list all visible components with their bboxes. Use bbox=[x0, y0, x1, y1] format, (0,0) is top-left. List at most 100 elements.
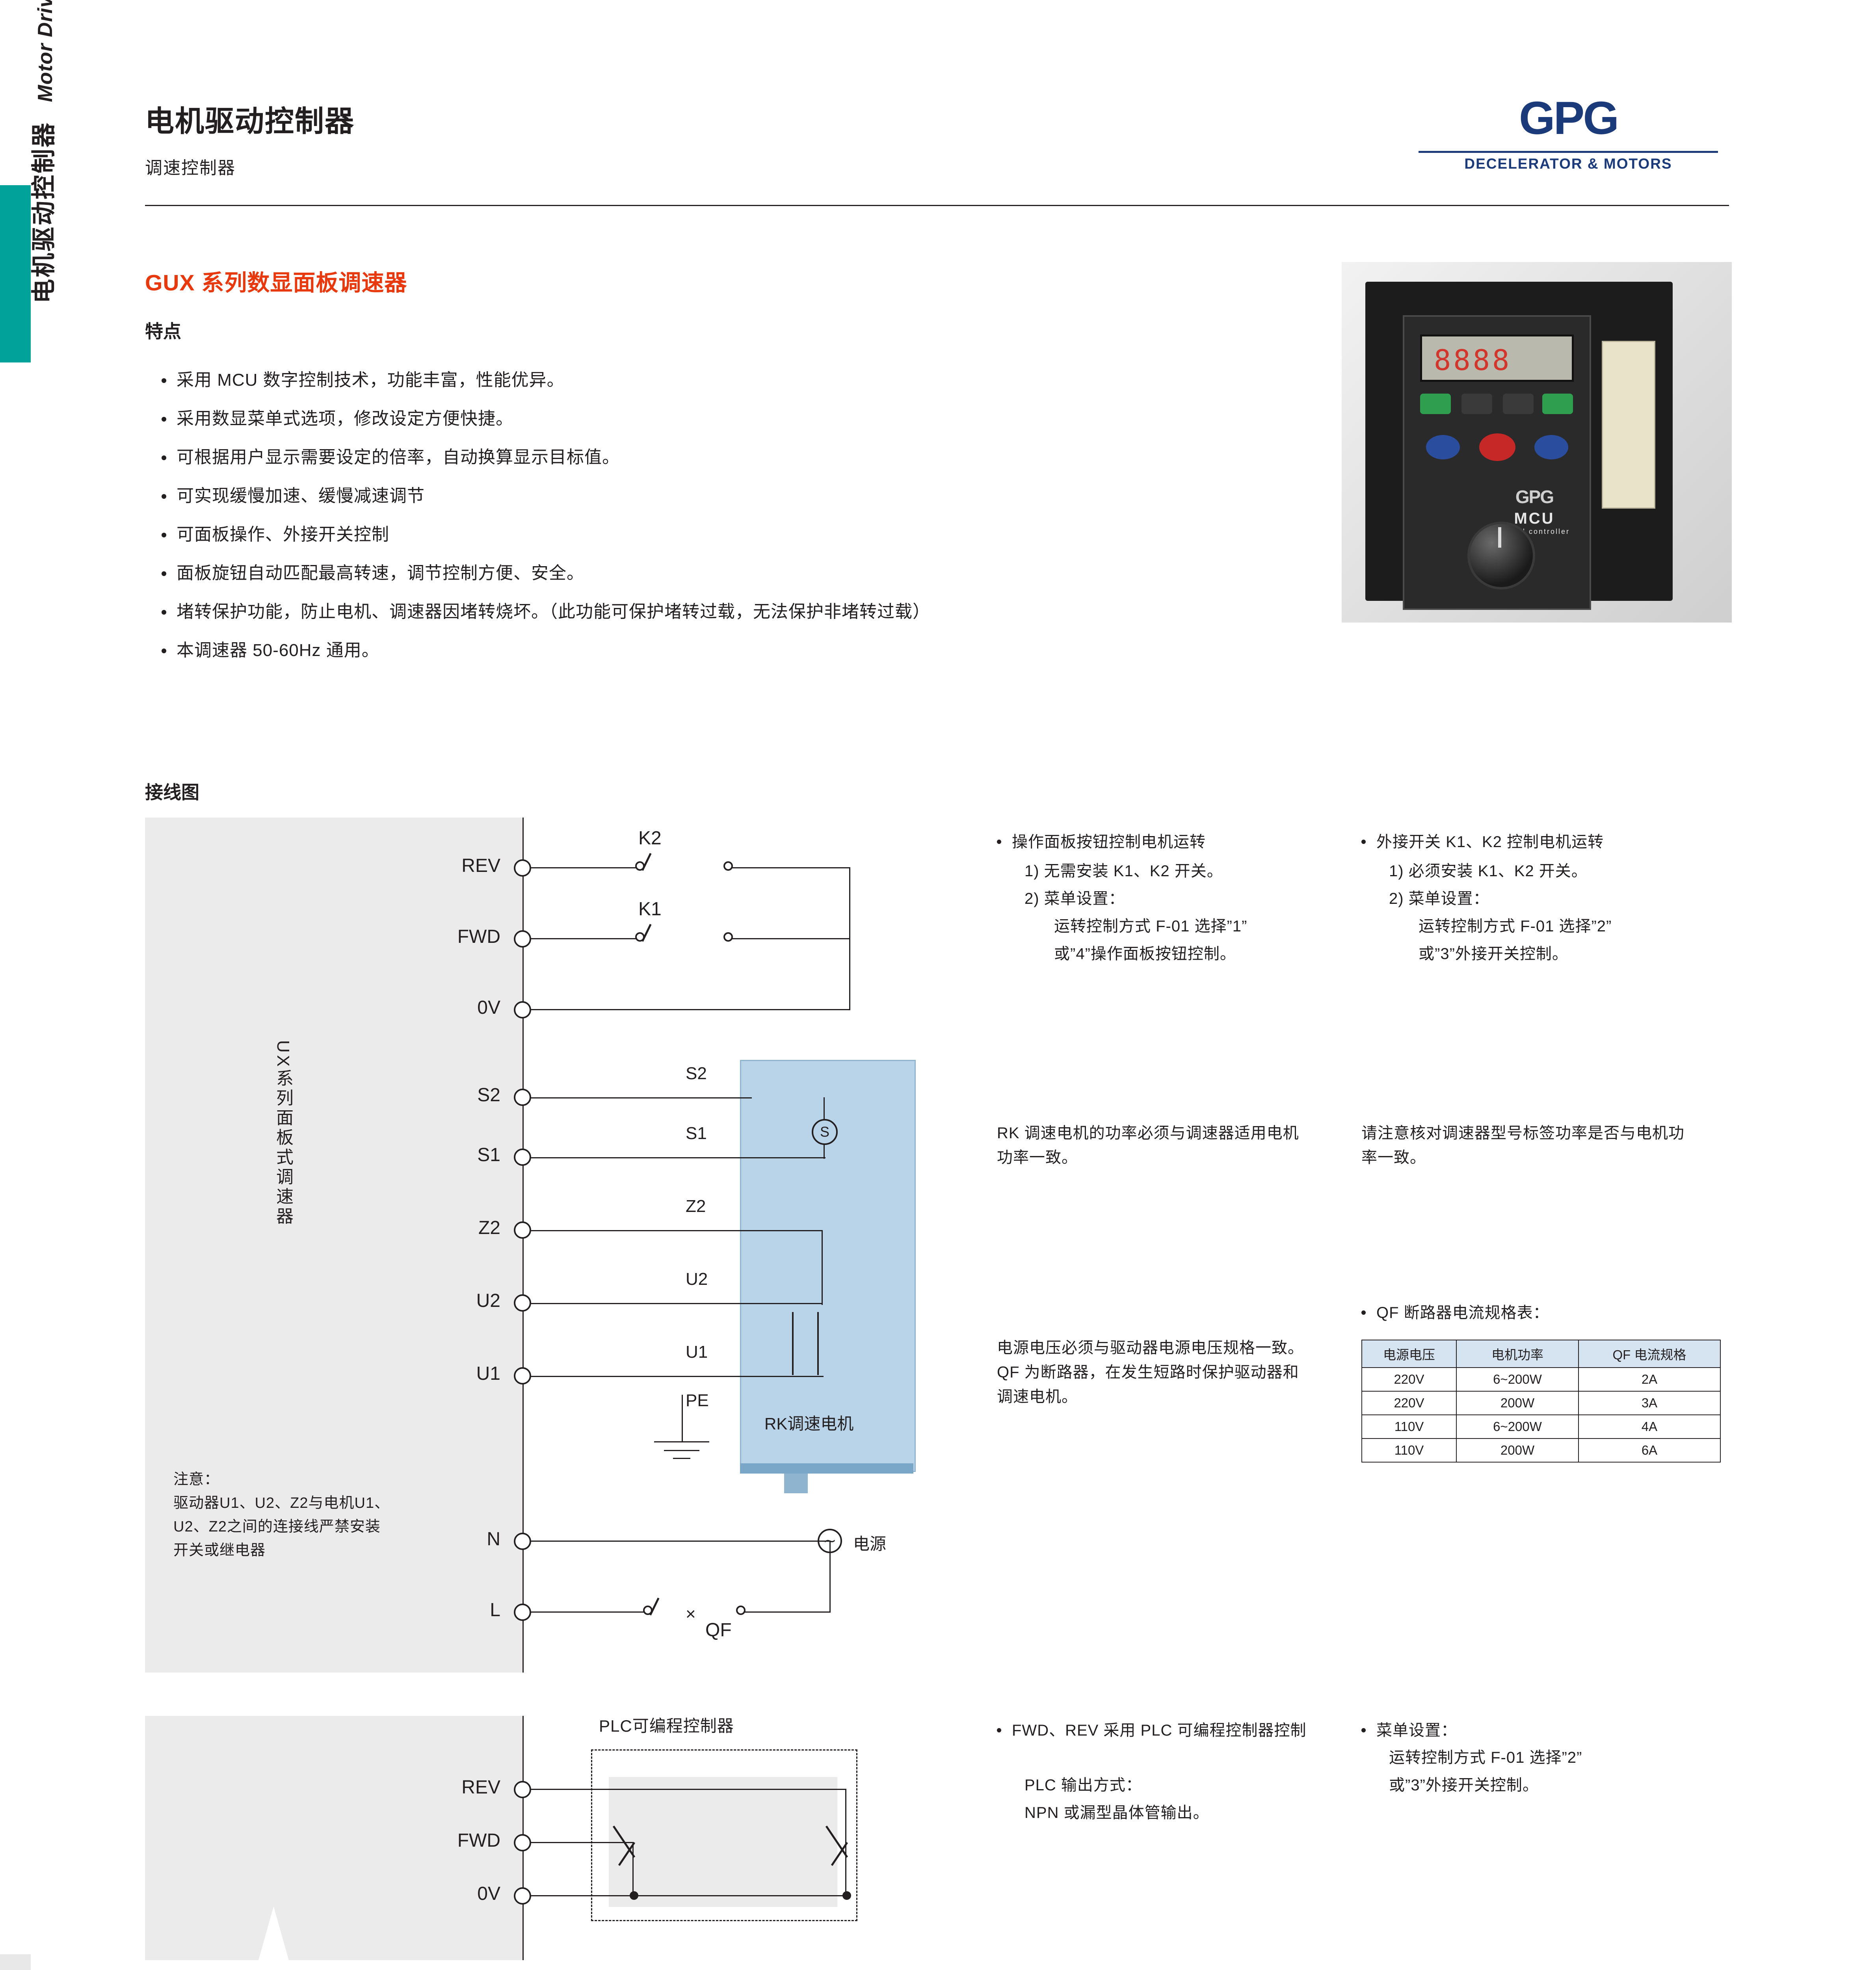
terminal-0v-1 bbox=[514, 1001, 531, 1018]
wire-n bbox=[531, 1541, 831, 1542]
terminal-fwd-1 bbox=[514, 930, 531, 948]
list-item: 本调速器 50-60Hz 通用。 bbox=[161, 631, 1303, 670]
list-item: 面板旋钮自动匹配最高转速，调节控制方便、安全。 bbox=[161, 554, 1303, 593]
terminal-label-z2-1: Z2 bbox=[478, 1217, 500, 1238]
page-title: 电机驱动控制器 bbox=[145, 105, 355, 138]
motor-label: RK调速电机 bbox=[764, 1414, 854, 1433]
qf-label: QF bbox=[705, 1620, 732, 1641]
note-col1-b4-l1: PLC 输出方式： bbox=[1024, 1777, 1142, 1794]
diagram1-note-title: 注意： bbox=[173, 1471, 220, 1488]
table-cell: 4A bbox=[1578, 1414, 1721, 1439]
note-col1-b1-title: 操作面板按钮控制电机运转 bbox=[997, 829, 1327, 855]
wire-fwd-k1 bbox=[531, 938, 641, 939]
button-stop[interactable] bbox=[1479, 433, 1515, 461]
wire-motor-winding-a bbox=[822, 1230, 823, 1305]
features-heading: 特点 bbox=[145, 321, 181, 342]
wire-s1 bbox=[531, 1157, 752, 1158]
table-cell: 3A bbox=[1578, 1391, 1721, 1415]
wire-s2 bbox=[531, 1097, 752, 1098]
motor-terminal-u2: U2 bbox=[686, 1269, 708, 1289]
ground-bar-2 bbox=[664, 1450, 699, 1451]
table-cell: 6~200W bbox=[1456, 1414, 1579, 1439]
terminal-label-0v-2: 0V bbox=[477, 1883, 500, 1904]
button-green-left[interactable] bbox=[1420, 394, 1451, 414]
list-item: 采用数显菜单式选项，修改设定方便快捷。 bbox=[161, 400, 1303, 438]
product-photo: 8888 GPG MCU digital controller bbox=[1342, 262, 1732, 623]
ac-source-symbol: ∼ bbox=[818, 1529, 842, 1553]
note-col2-b3-title: QF 断路器电流规格表： bbox=[1361, 1300, 1715, 1325]
note-col1-b1-l1: 1) 无需安装 K1、K2 开关。 bbox=[1024, 862, 1223, 880]
terminal-u2-1 bbox=[514, 1294, 531, 1312]
teal-accent-bar bbox=[0, 185, 31, 362]
table-row: 220V 6~200W 2A bbox=[1361, 1367, 1721, 1392]
switch-k1-label: K1 bbox=[638, 899, 662, 920]
device-model-text: MCU bbox=[1514, 510, 1555, 527]
device-body: 8888 GPG MCU digital controller bbox=[1365, 282, 1673, 610]
wire-u1 bbox=[531, 1376, 823, 1377]
button-dark-2[interactable] bbox=[1503, 394, 1534, 414]
terminal-s1-1 bbox=[514, 1149, 531, 1166]
wiring-heading: 接线图 bbox=[145, 782, 199, 803]
grey-accent-bar bbox=[0, 1954, 31, 1970]
switch-qf-node-right bbox=[736, 1606, 746, 1615]
terminal-label-s2-1: S2 bbox=[477, 1085, 500, 1106]
table-cell: 200W bbox=[1456, 1438, 1579, 1463]
terminal-label-u1-1: U1 bbox=[476, 1363, 500, 1384]
wire-power-bus bbox=[829, 1541, 831, 1611]
terminal-label-u2-1: U2 bbox=[476, 1290, 500, 1311]
note-col1-p2: RK 调速电机的功率必须与调速器适用电机功率一致。 bbox=[997, 1124, 1299, 1166]
node-dot-2 bbox=[842, 1891, 851, 1900]
button-blue-left[interactable] bbox=[1426, 435, 1460, 459]
wire-l-left bbox=[531, 1611, 649, 1613]
plc-dashed-box bbox=[591, 1749, 857, 1921]
list-item: 可实现缓慢加速、缓慢减速调节 bbox=[161, 477, 1303, 515]
button-blue-right[interactable] bbox=[1534, 435, 1568, 459]
note-col2-b1-l2: 2) 菜单设置： bbox=[1389, 890, 1489, 907]
logo-wordmark: GPG bbox=[1519, 92, 1619, 144]
note-col2-b1-l4: 或”3”外接开关控制。 bbox=[1419, 945, 1568, 963]
note-col1-b4-title: FWD、REV 采用 PLC 可编程控制器控制 bbox=[997, 1718, 1335, 1743]
motor-base-1 bbox=[740, 1463, 913, 1474]
speed-knob[interactable] bbox=[1467, 522, 1535, 589]
table-row: 220V 200W 3A bbox=[1361, 1391, 1721, 1415]
table-cell: 110V bbox=[1361, 1438, 1457, 1463]
table-row: 110V 200W 6A bbox=[1361, 1438, 1721, 1463]
terminal-n-1 bbox=[514, 1533, 531, 1550]
table-cell: 2A bbox=[1578, 1367, 1721, 1392]
table-header-cell: 电源电压 bbox=[1361, 1340, 1457, 1368]
button-dark-1[interactable] bbox=[1461, 394, 1492, 414]
wire-rev-plc bbox=[531, 1789, 846, 1790]
table-cell: 6~200W bbox=[1456, 1367, 1579, 1392]
note-col2-b1-l1: 1) 必须安装 K1、K2 开关。 bbox=[1389, 862, 1588, 880]
device-display: 8888 bbox=[1420, 335, 1574, 382]
note-col1-p3: 电源电压必须与驱动器电源电压规格一致。QF 为断路器，在发生短路时保护驱动器和调… bbox=[997, 1339, 1304, 1405]
table-cell: 110V bbox=[1361, 1414, 1457, 1439]
power-label: 电源 bbox=[853, 1535, 887, 1553]
switch-k2-label: K2 bbox=[638, 828, 662, 849]
terminal-label-0v-1: 0V bbox=[477, 997, 500, 1018]
wire-rev-k2 bbox=[531, 867, 641, 868]
switch-k2-node-left bbox=[635, 861, 645, 871]
diagram1-note: 注意： 驱动器U1、U2、Z2与电机U1、U2、Z2之间的连接线严禁安装开关或继… bbox=[173, 1468, 394, 1562]
logo-divider bbox=[1419, 151, 1718, 153]
wire-tacho-s1 bbox=[751, 1157, 826, 1158]
table-cell: 200W bbox=[1456, 1391, 1579, 1415]
button-green-right[interactable] bbox=[1542, 394, 1573, 414]
motor-terminal-pe: PE bbox=[686, 1391, 709, 1410]
qf-cross-mark: × bbox=[686, 1604, 696, 1624]
wire-plc-left bbox=[632, 1842, 634, 1895]
diagram1-device-block bbox=[145, 818, 523, 1673]
terminal-label-rev-1: REV bbox=[461, 855, 500, 876]
features-list: 采用 MCU 数字控制技术，功能丰富，性能优异。 采用数显菜单式选项，修改设定方… bbox=[145, 361, 1303, 670]
note-col1-b1-l4: 或”4”操作面板按钮控制。 bbox=[1054, 945, 1236, 963]
diagram2-device-block bbox=[145, 1716, 523, 1960]
terminal-label-s1-1: S1 bbox=[477, 1145, 500, 1165]
note-col2-b1-l3: 运转控制方式 F-01 选择”2” bbox=[1419, 918, 1612, 935]
motor-terminal-s1: S1 bbox=[686, 1124, 707, 1143]
wire-0v-plc bbox=[531, 1895, 846, 1896]
terminal-0v-2 bbox=[514, 1887, 531, 1905]
wire-l-right bbox=[741, 1611, 831, 1613]
table-cell: 220V bbox=[1361, 1367, 1457, 1392]
diagram2-title: PLC可编程控制器 bbox=[599, 1717, 734, 1735]
